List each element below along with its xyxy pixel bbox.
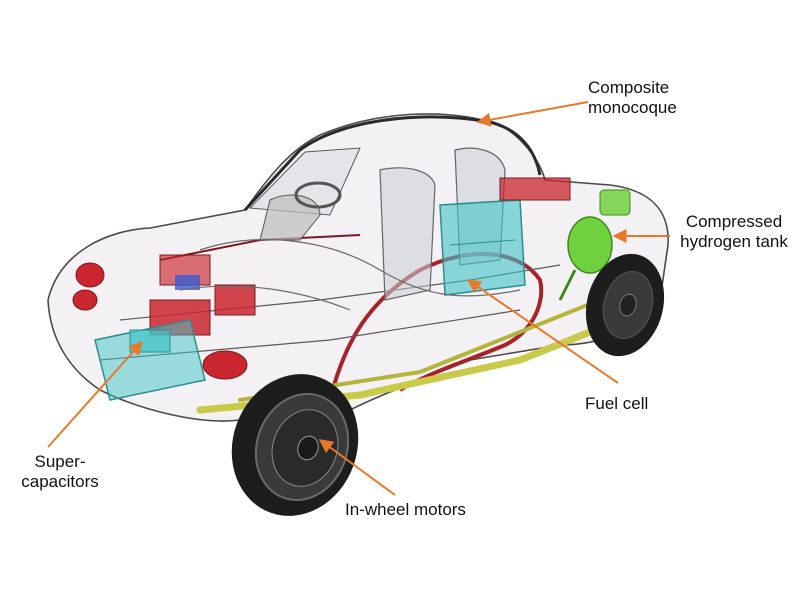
- label-composite-monocoque: Composite monocoque: [588, 78, 677, 118]
- label-in-wheel-motors-text: In-wheel motors: [345, 500, 466, 519]
- label-compressed-hydrogen-tank-line2: hydrogen tank: [680, 232, 788, 251]
- label-in-wheel-motors: In-wheel motors: [345, 500, 466, 520]
- leader-monocoque: [476, 101, 589, 127]
- leader-supercapacitors: [47, 340, 143, 448]
- rear-wheel: [585, 253, 665, 357]
- label-supercapacitors-line1: Super-: [34, 452, 86, 471]
- label-compressed-hydrogen-tank: Compressed hydrogen tank: [672, 212, 796, 252]
- label-composite-monocoque-line2: monocoque: [588, 98, 677, 117]
- rear-components: [499, 177, 571, 201]
- leader-fuel-cell: [466, 279, 619, 384]
- label-fuel-cell: Fuel cell: [585, 394, 648, 414]
- fuel-cell-stack: [439, 199, 526, 296]
- label-fuel-cell-text: Fuel cell: [585, 394, 649, 413]
- label-supercapacitors-line2: capacitors: [21, 472, 99, 491]
- leader-in-wheel-motors: [318, 439, 396, 496]
- label-compressed-hydrogen-tank-line1: Compressed: [685, 212, 783, 231]
- wiring: [179, 238, 521, 311]
- leader-lines: [47, 101, 670, 496]
- label-supercapacitors: Super- capacitors: [12, 452, 108, 492]
- hydrogen-tank: [558, 189, 631, 301]
- label-composite-monocoque-line1: Composite: [588, 78, 670, 97]
- front-wheel: [231, 374, 359, 516]
